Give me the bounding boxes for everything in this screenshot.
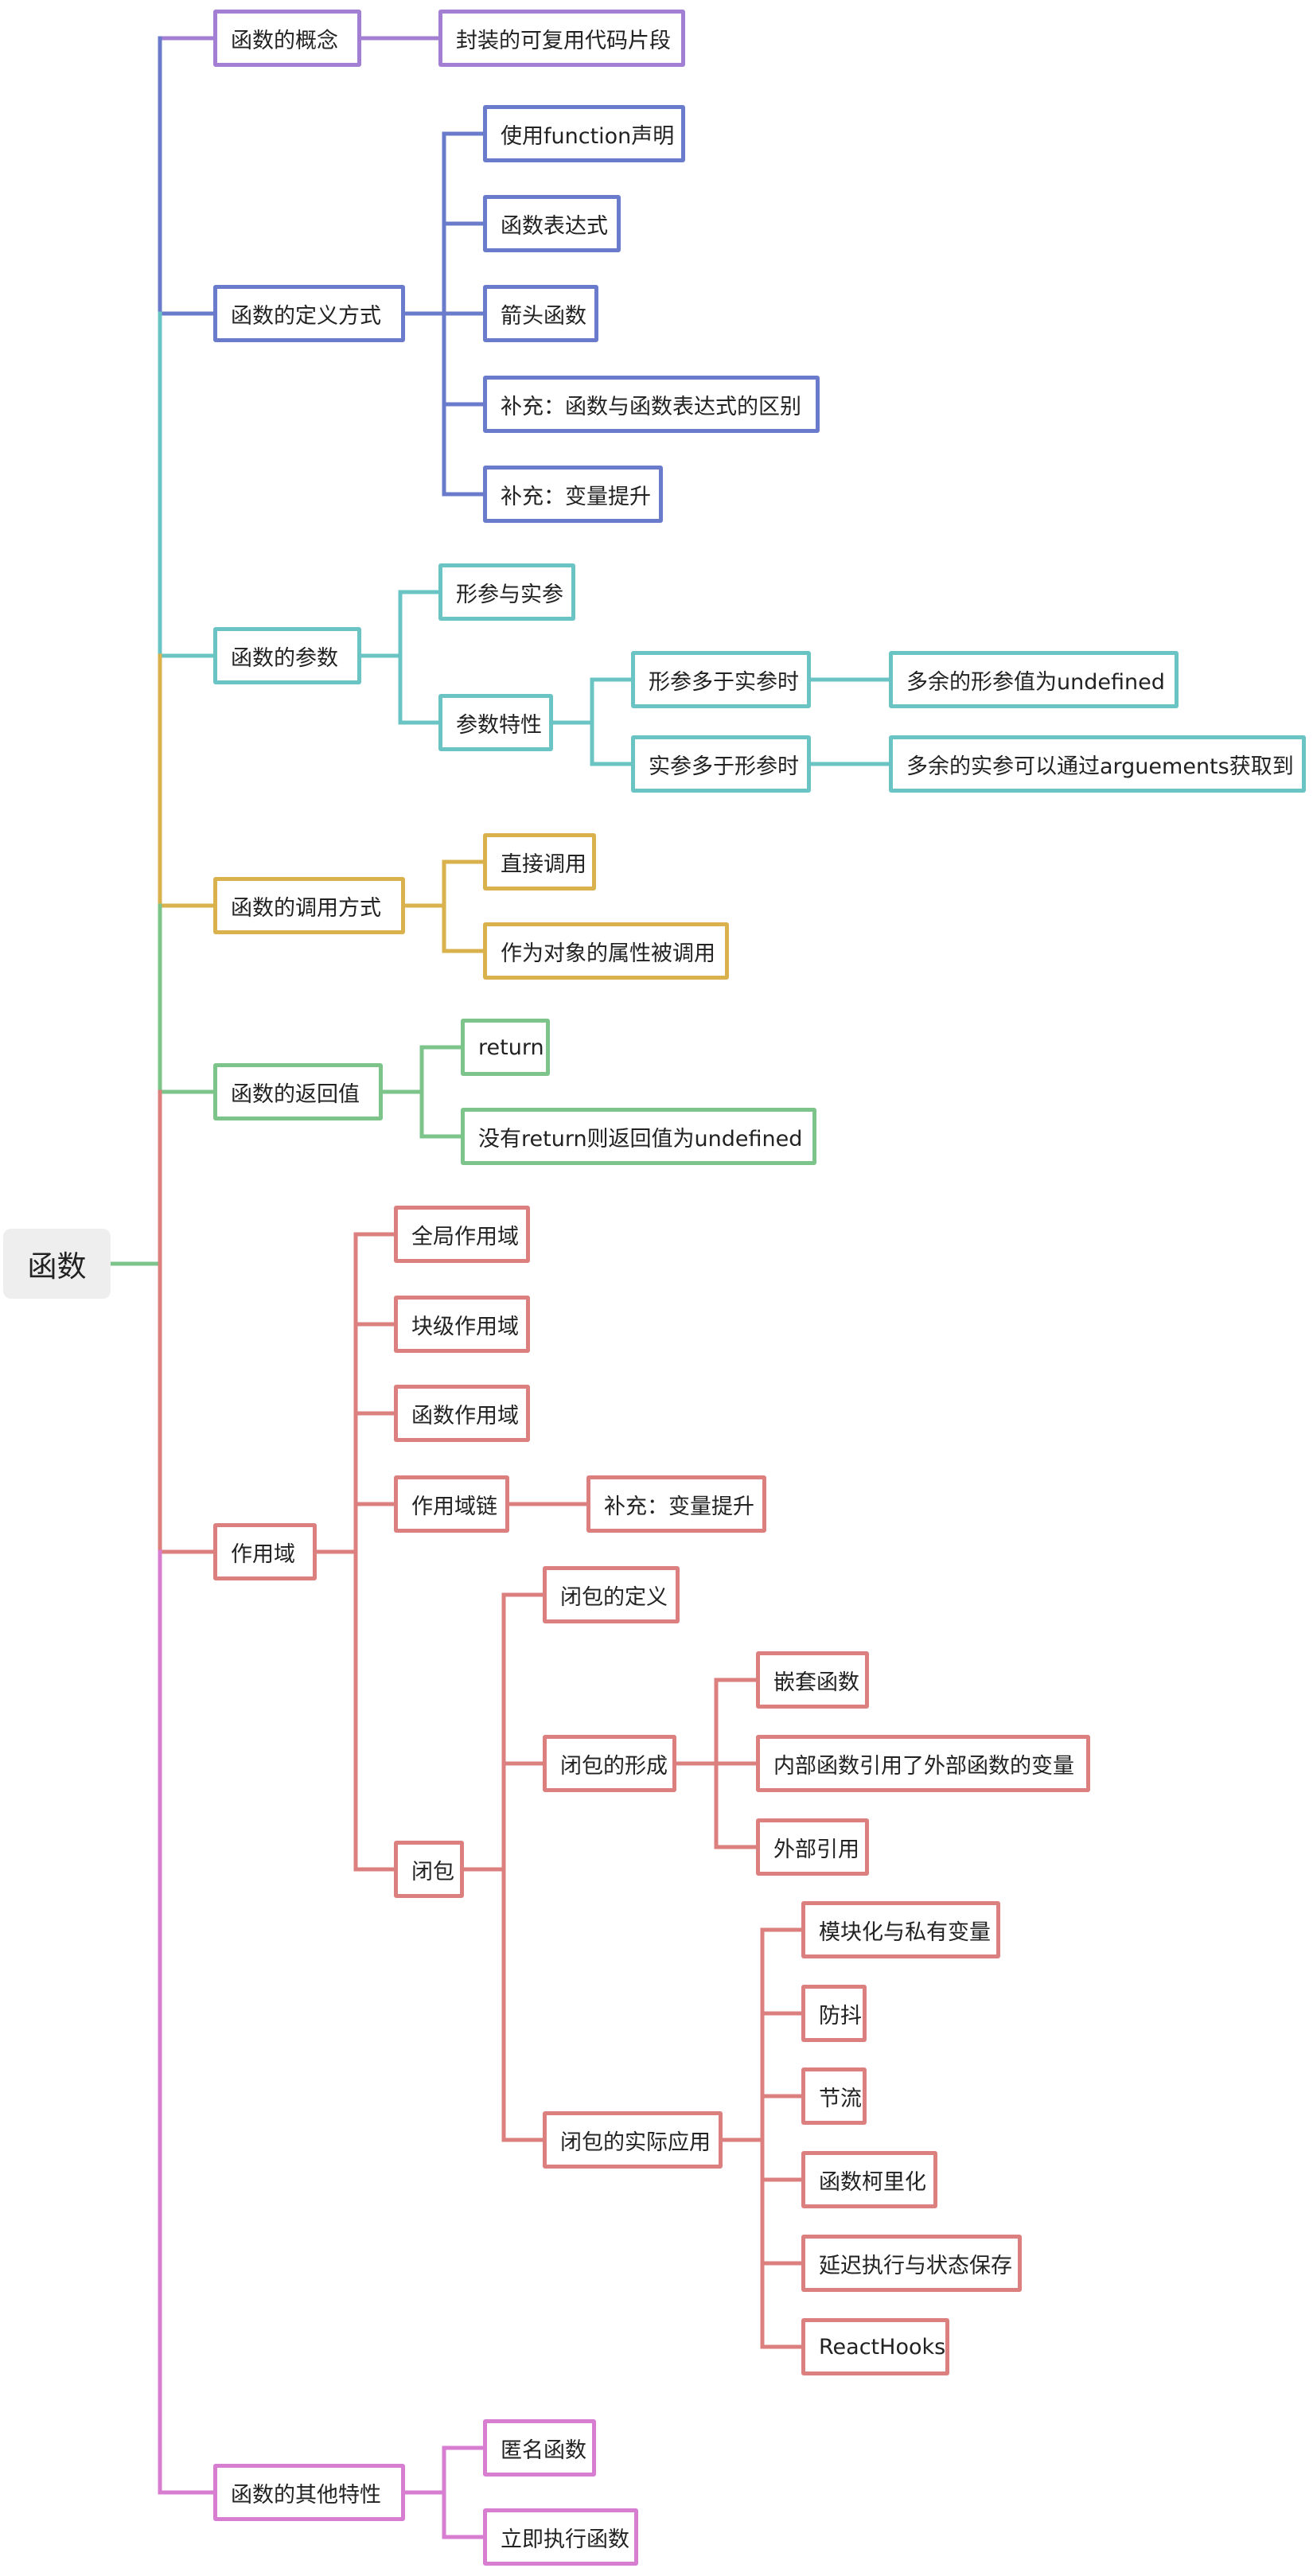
root-node[interactable]: 函数 bbox=[3, 1229, 111, 1299]
topic-node[interactable]: 外部引用 bbox=[756, 1818, 869, 1876]
topic-node[interactable]: 补充：变量提升 bbox=[483, 466, 663, 523]
topic-node[interactable]: 模块化与私有变量 bbox=[801, 1901, 1000, 1958]
topic-node[interactable]: 没有return则返回值为undefined bbox=[461, 1108, 816, 1165]
topic-node[interactable]: 延迟执行与状态保存 bbox=[801, 2235, 1022, 2292]
branch-node[interactable]: 函数的其他特性 bbox=[213, 2464, 405, 2521]
topic-node[interactable]: 闭包的形成 bbox=[543, 1735, 676, 1792]
branch-node[interactable]: 函数的参数 bbox=[213, 627, 361, 684]
topic-node[interactable]: 形参与实参 bbox=[438, 563, 575, 621]
topic-node[interactable]: 使用function声明 bbox=[483, 105, 685, 162]
branch-node[interactable]: 函数的调用方式 bbox=[213, 877, 405, 934]
topic-node[interactable]: 封装的可复用代码片段 bbox=[438, 10, 685, 67]
topic-node[interactable]: 多余的实参可以通过arguements获取到 bbox=[889, 735, 1306, 793]
topic-node[interactable]: 全局作用域 bbox=[394, 1206, 530, 1263]
topic-node[interactable]: 作用域链 bbox=[394, 1475, 509, 1533]
branch-node[interactable]: 作用域 bbox=[213, 1523, 317, 1580]
topic-node[interactable]: 块级作用域 bbox=[394, 1296, 530, 1353]
topic-node[interactable]: 内部函数引用了外部函数的变量 bbox=[756, 1735, 1090, 1792]
topic-node[interactable]: 立即执行函数 bbox=[483, 2508, 638, 2566]
branch-node[interactable]: 函数的返回值 bbox=[213, 1063, 383, 1120]
topic-node[interactable]: 闭包的实际应用 bbox=[543, 2111, 723, 2169]
topic-node[interactable]: 参数特性 bbox=[438, 694, 553, 751]
topic-node[interactable]: 闭包的定义 bbox=[543, 1566, 680, 1623]
topic-node[interactable]: return bbox=[461, 1019, 550, 1076]
topic-node[interactable]: 闭包 bbox=[394, 1841, 464, 1898]
topic-node[interactable]: 嵌套函数 bbox=[756, 1651, 869, 1709]
topic-node[interactable]: 匿名函数 bbox=[483, 2419, 596, 2477]
branch-node[interactable]: 函数的概念 bbox=[213, 10, 361, 67]
topic-node[interactable]: 函数表达式 bbox=[483, 195, 621, 252]
topic-node[interactable]: 作为对象的属性被调用 bbox=[483, 922, 729, 980]
topic-node[interactable]: ReactHooks bbox=[801, 2318, 949, 2375]
topic-node[interactable]: 函数作用域 bbox=[394, 1385, 530, 1442]
topic-node[interactable]: 箭头函数 bbox=[483, 285, 598, 342]
topic-node[interactable]: 形参多于实参时 bbox=[631, 651, 811, 708]
topic-node[interactable]: 补充：变量提升 bbox=[586, 1475, 766, 1533]
branch-node[interactable]: 函数的定义方式 bbox=[213, 285, 405, 342]
topic-node[interactable]: 补充：函数与函数表达式的区别 bbox=[483, 376, 820, 433]
topic-node[interactable]: 多余的形参值为undefined bbox=[889, 651, 1179, 708]
topic-node[interactable]: 直接调用 bbox=[483, 833, 596, 890]
topic-node[interactable]: 实参多于形参时 bbox=[631, 735, 811, 793]
topic-node[interactable]: 节流 bbox=[801, 2067, 867, 2125]
topic-node[interactable]: 防抖 bbox=[801, 1985, 867, 2042]
topic-node[interactable]: 函数柯里化 bbox=[801, 2151, 937, 2208]
